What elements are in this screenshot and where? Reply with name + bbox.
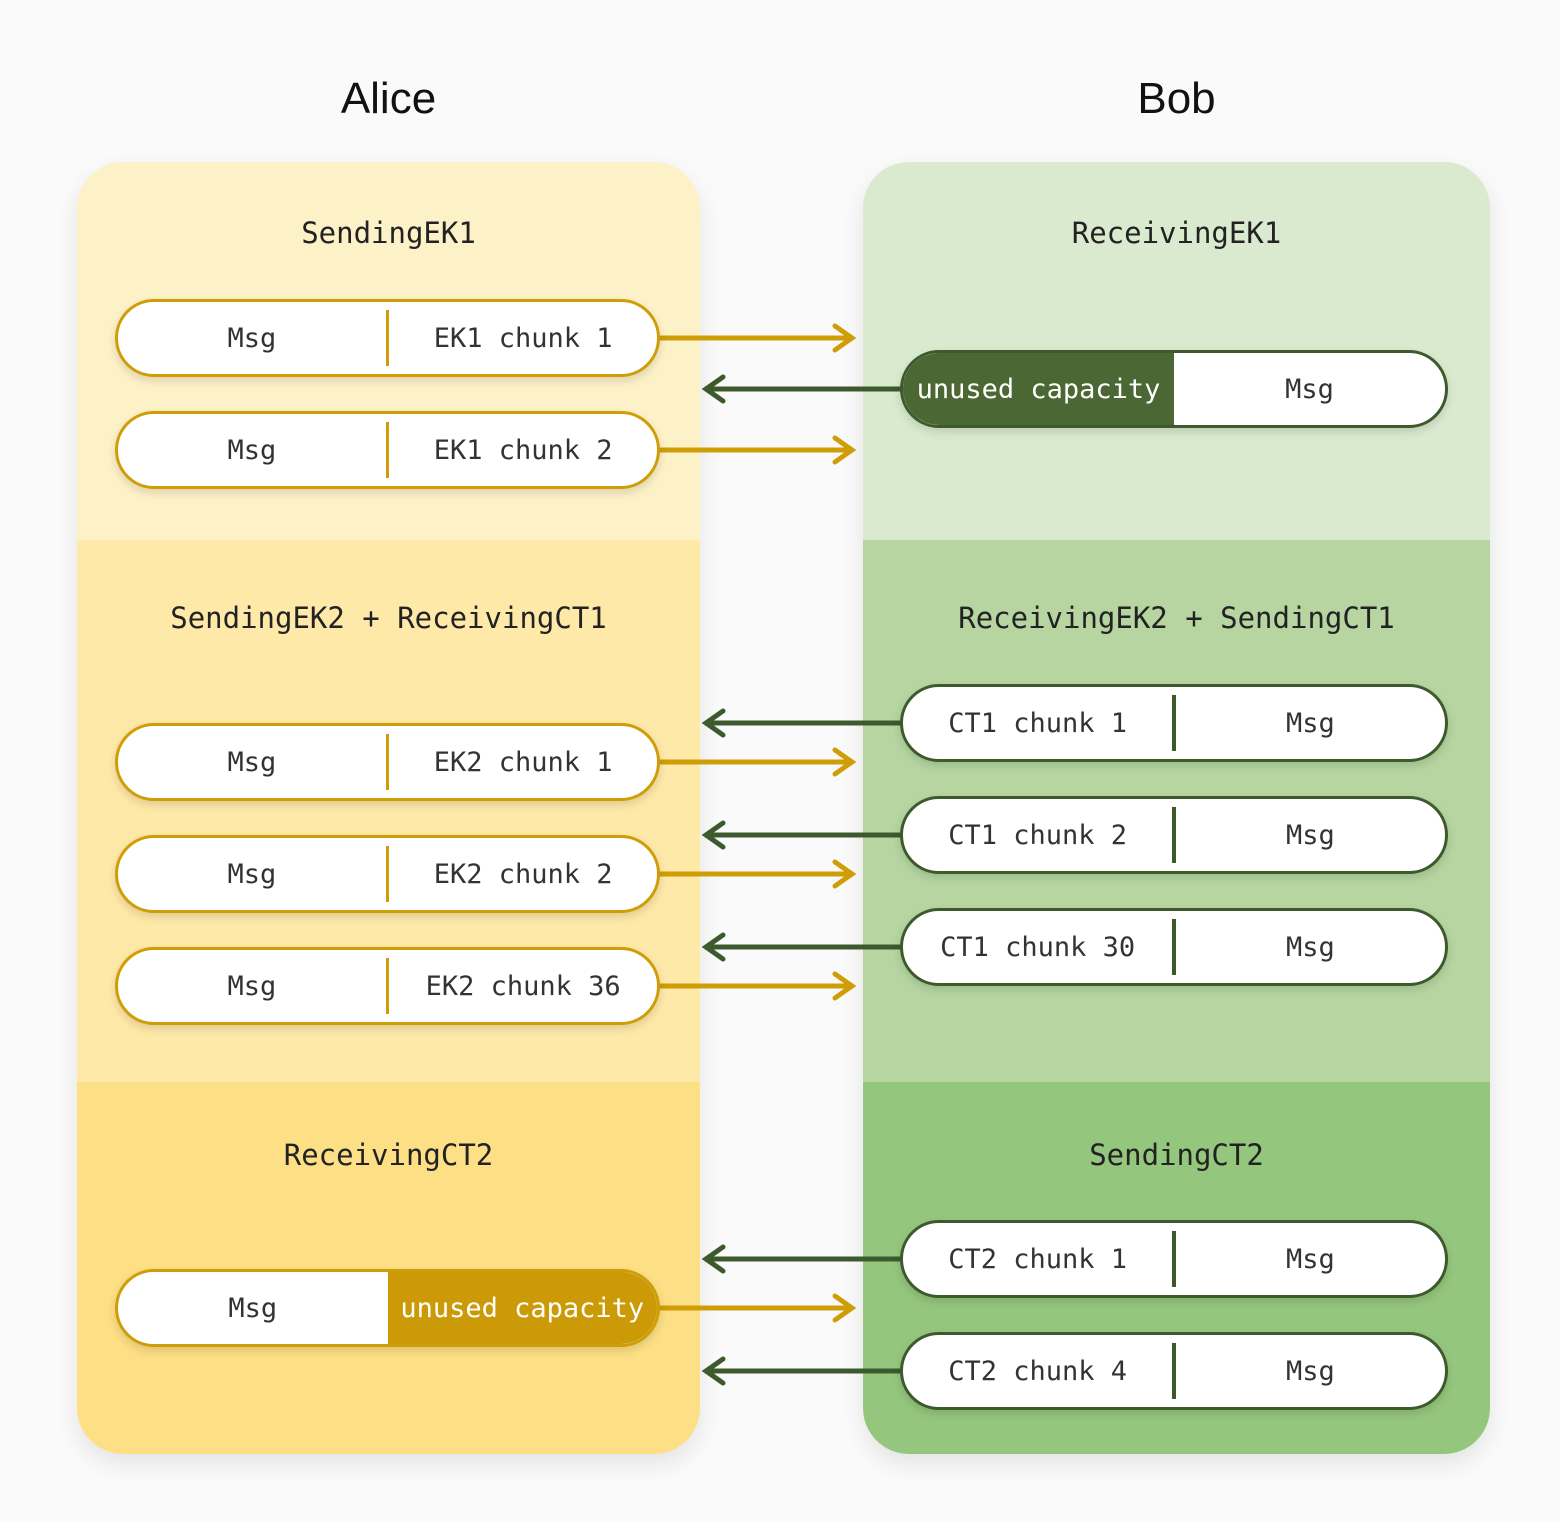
pill-msg-unused-capacity: Msg unused capacity: [115, 1269, 660, 1347]
pill-cell-msg: Msg: [1285, 1243, 1335, 1275]
pill-cell-chunk: CT2 chunk 4: [948, 1355, 1128, 1387]
pill-cell-chunk: CT1 chunk 2: [948, 819, 1128, 851]
alice-section-label-2: SendingEK2 + ReceivingCT1: [170, 601, 607, 635]
pill-cell-msg: Msg: [1285, 1355, 1335, 1387]
panel-alice: [77, 162, 700, 1454]
pill-cell-chunk: EK2 chunk 2: [433, 858, 613, 890]
pill-unused-capacity-msg: unused capacity Msg: [900, 350, 1448, 428]
pill-msg-ek2-chunk-2: Msg EK2 chunk 2: [115, 835, 660, 913]
pill-cell-chunk: CT1 chunk 1: [948, 707, 1128, 739]
pill-cell-msg: Msg: [227, 746, 277, 778]
bob-section-label-1: ReceivingEK1: [1071, 216, 1282, 250]
pill-ct1-chunk-2-msg: CT1 chunk 2 Msg: [900, 796, 1448, 874]
pill-cell-msg: Msg: [1285, 931, 1335, 963]
pill-divider: [385, 846, 390, 902]
pill-cell-chunk: EK1 chunk 1: [433, 322, 613, 354]
pill-cell-chunk: CT1 chunk 30: [940, 931, 1136, 963]
pill-cell-msg: Msg: [227, 858, 277, 890]
pill-cell-msg: Msg: [228, 1292, 278, 1324]
pill-cell-chunk: EK2 chunk 36: [425, 970, 621, 1002]
pill-divider: [1172, 695, 1176, 751]
pill-cell-unused-capacity: unused capacity: [387, 1272, 657, 1344]
pill-divider: [385, 422, 390, 478]
pill-msg-ek2-chunk-1: Msg EK2 chunk 1: [115, 723, 660, 801]
pill-msg-ek2-chunk-36: Msg EK2 chunk 36: [115, 947, 660, 1025]
alice-band-receiving-ct2: [77, 1082, 700, 1454]
pill-divider: [1172, 919, 1176, 975]
pill-ct1-chunk-30-msg: CT1 chunk 30 Msg: [900, 908, 1448, 986]
pill-divider: [1172, 1231, 1176, 1287]
pill-divider: [385, 958, 390, 1014]
pill-cell-chunk: EK1 chunk 2: [433, 434, 613, 466]
column-title-alice: Alice: [340, 74, 437, 123]
pill-msg-ek1-chunk-2: Msg EK1 chunk 2: [115, 411, 660, 489]
column-title-bob: Bob: [1137, 74, 1216, 123]
alice-section-label-3: ReceivingCT2: [283, 1138, 494, 1172]
pill-cell-msg: Msg: [1285, 373, 1334, 405]
pill-msg-ek1-chunk-1: Msg EK1 chunk 1: [115, 299, 660, 377]
pill-ct2-chunk-4-msg: CT2 chunk 4 Msg: [900, 1332, 1448, 1410]
bob-section-label-3: SendingCT2: [1089, 1138, 1264, 1172]
pill-ct1-chunk-1-msg: CT1 chunk 1 Msg: [900, 684, 1448, 762]
pill-cell-chunk: EK2 chunk 1: [433, 746, 613, 778]
bob-section-label-2: ReceivingEK2 + SendingCT1: [958, 601, 1395, 635]
pill-cell-msg: Msg: [1285, 707, 1335, 739]
pill-cell-msg: Msg: [227, 322, 277, 354]
pill-divider: [1172, 807, 1176, 863]
pill-divider: [1172, 1343, 1176, 1399]
pill-ct2-chunk-1-msg: CT2 chunk 1 Msg: [900, 1220, 1448, 1298]
pill-divider: [385, 734, 390, 790]
pill-cell-chunk: CT2 chunk 1: [948, 1243, 1128, 1275]
pill-cell-msg: Msg: [1285, 819, 1335, 851]
alice-section-label-1: SendingEK1: [301, 216, 476, 250]
pill-cell-msg: Msg: [227, 970, 277, 1002]
pill-cell-msg: Msg: [227, 434, 277, 466]
pill-cell-unused-capacity: unused capacity: [903, 353, 1174, 425]
pill-divider: [385, 310, 390, 366]
